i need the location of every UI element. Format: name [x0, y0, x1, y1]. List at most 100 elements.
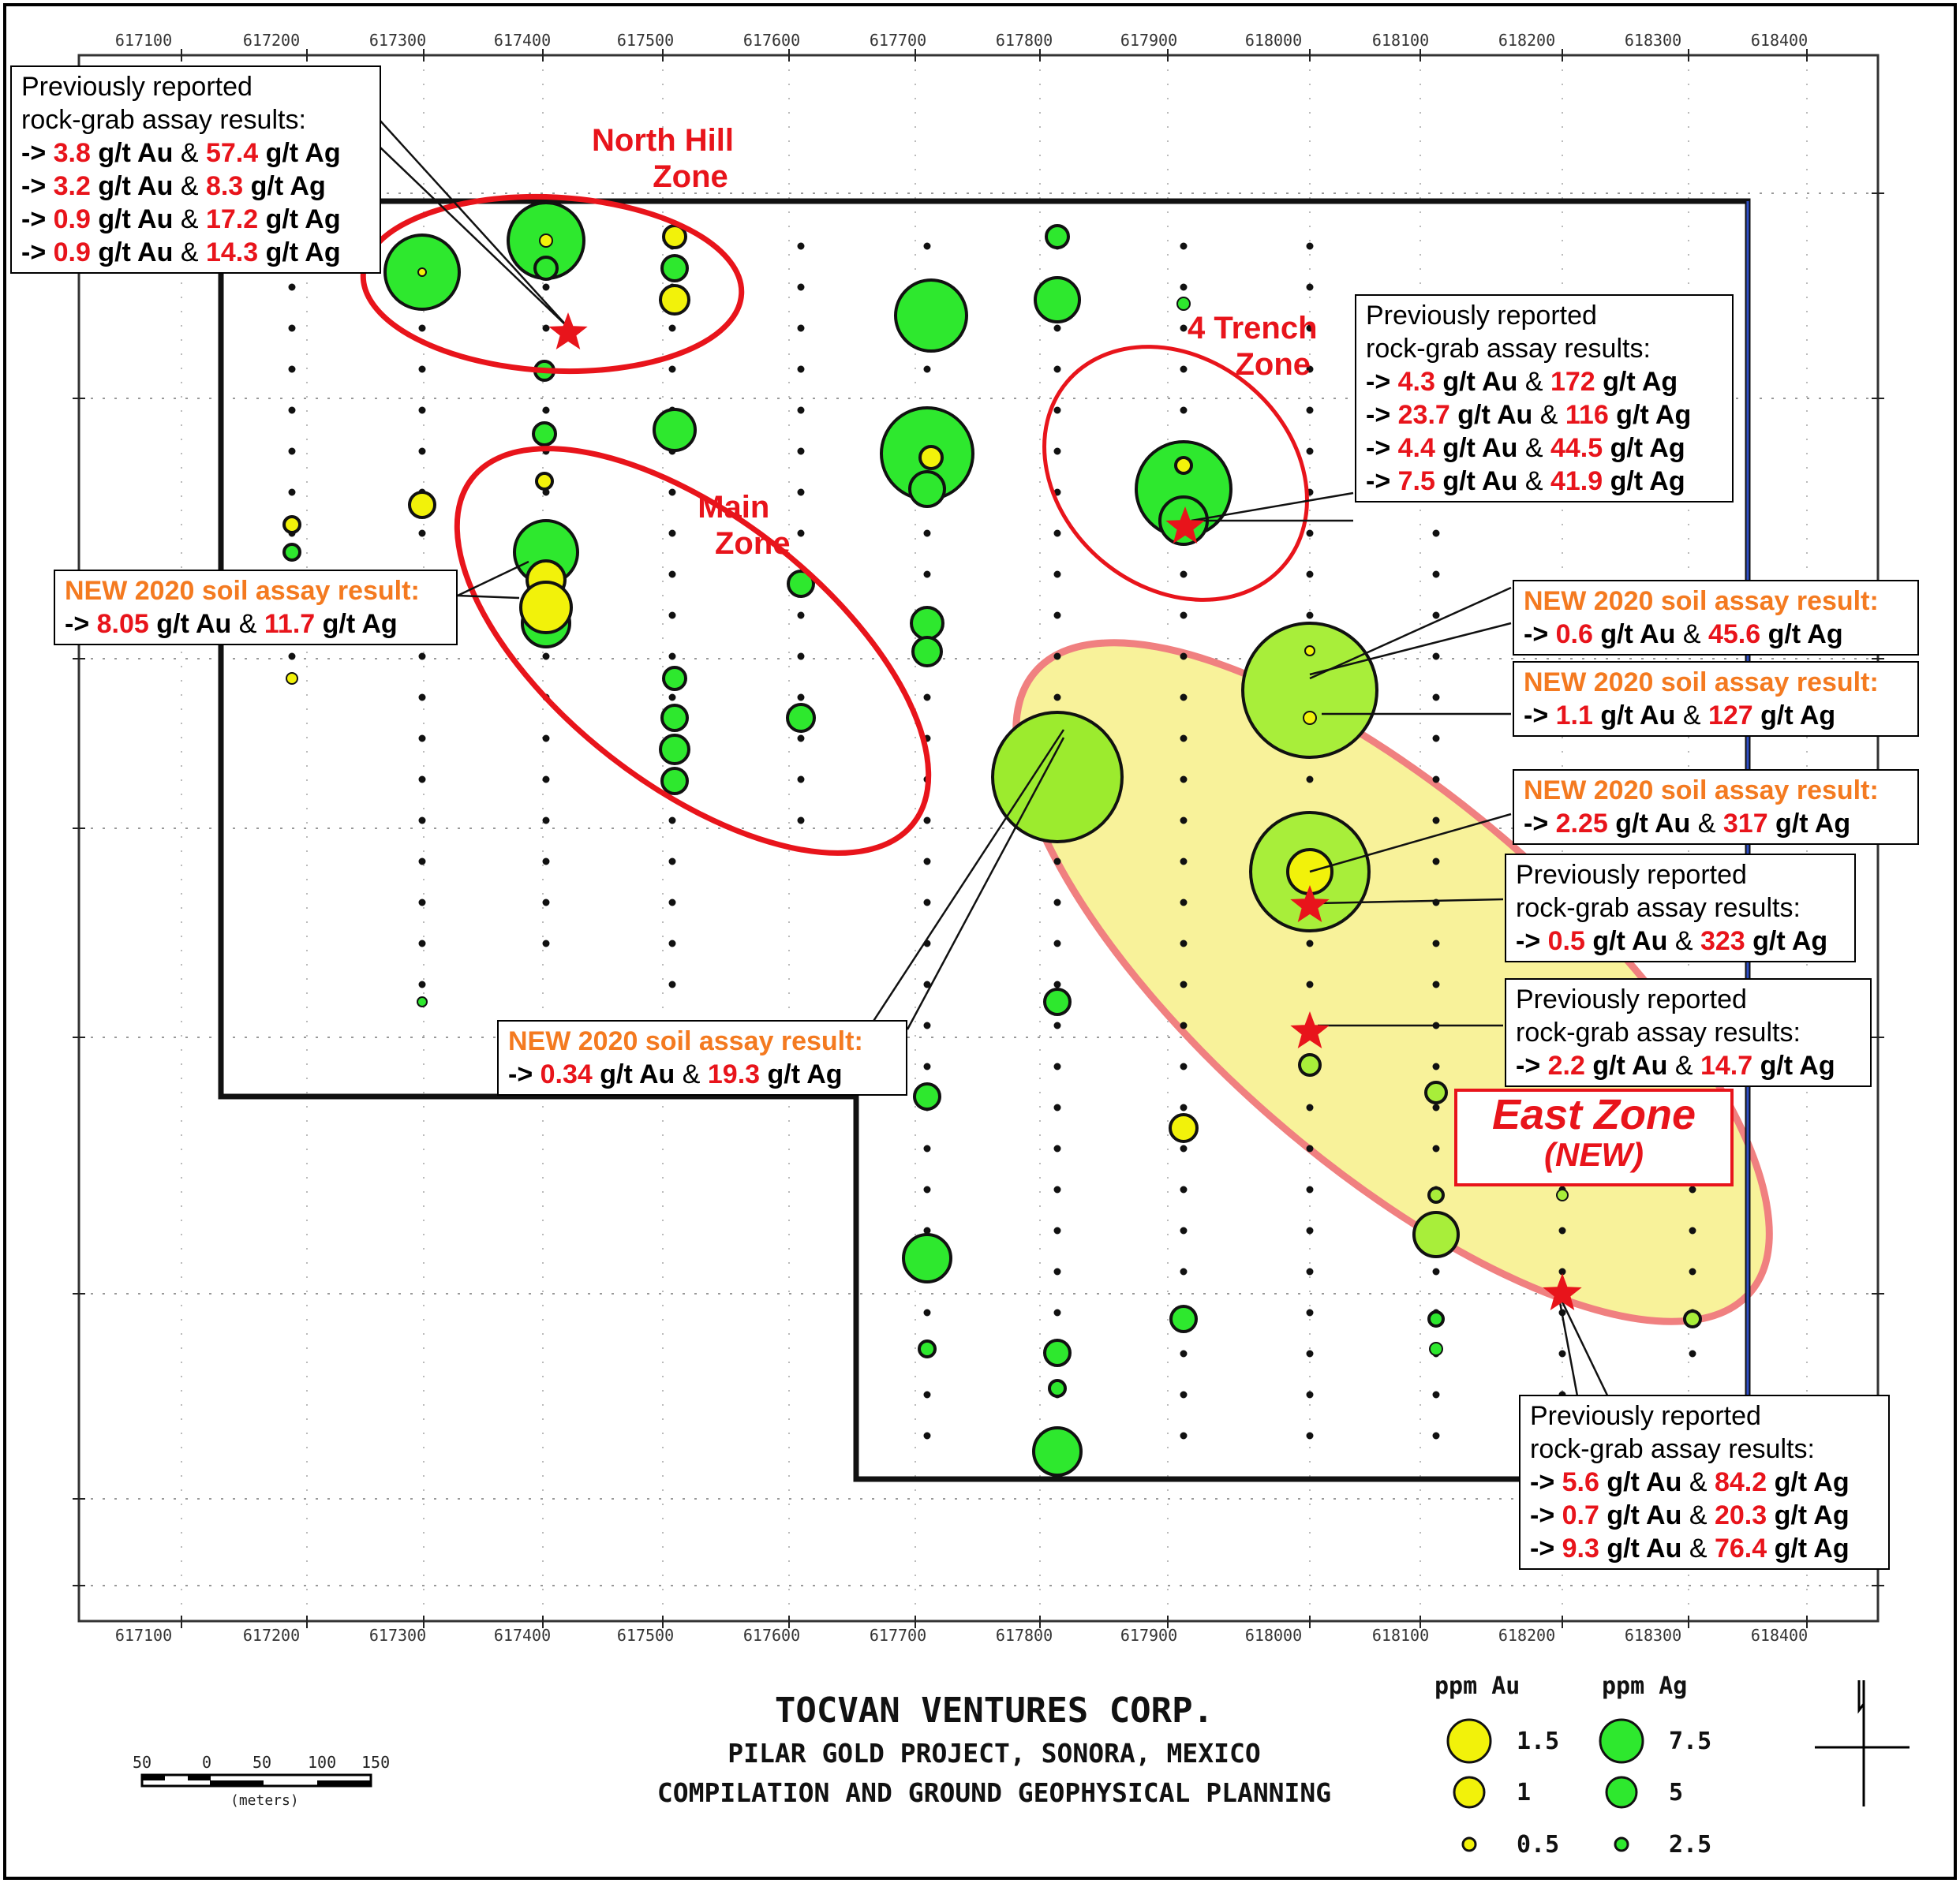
assay-text: ->: [1530, 1467, 1562, 1497]
title-block: TOCVAN VENTURES CORP. PILAR GOLD PROJECT…: [600, 1688, 1389, 1813]
anomaly-circle: [1032, 1426, 1083, 1477]
callout-header: NEW 2020 soil assay result:: [1524, 667, 1879, 697]
anomaly-circle: [918, 1339, 937, 1358]
sample-dot: [288, 324, 296, 332]
assay-value: 20.3: [1714, 1500, 1767, 1530]
sample-dot: [1306, 1350, 1314, 1358]
east-zone-label: East Zone (NEW): [1454, 1089, 1734, 1186]
sample-dot: [923, 570, 931, 578]
sample-dot: [1558, 1227, 1566, 1235]
callout-east-soil-3: NEW 2020 soil assay result:-> 2.25 g/t A…: [1513, 769, 1919, 845]
anomaly-circle: [1424, 1081, 1448, 1104]
easting-tick-label: 618300: [1625, 31, 1681, 50]
north-arrow: [1815, 1680, 1910, 1806]
anomaly-circle: [1427, 1186, 1445, 1204]
anomaly-circle: [787, 570, 815, 598]
sample-dot: [797, 529, 805, 537]
legend-ag-7.5: [1599, 1718, 1644, 1764]
assay-text: &: [1524, 433, 1550, 463]
assay-text: g/t Ag: [1603, 466, 1685, 496]
assay-text: &: [1682, 619, 1708, 649]
sample-dot: [1180, 857, 1188, 865]
sample-dot: [923, 529, 931, 537]
assay-row: -> 7.5 g/t Au & 41.9 g/t Ag: [1366, 465, 1722, 498]
assay-row: -> 0.9 g/t Au & 17.2 g/t Ag: [21, 203, 370, 236]
assay-text: g/t Ag: [1767, 1500, 1850, 1530]
anomaly-circle: [902, 1233, 952, 1283]
sample-dot: [797, 488, 805, 496]
sample-dot: [418, 693, 426, 701]
scale-bar-unit: (meters): [230, 1792, 299, 1809]
assay-value: 1.1: [1555, 701, 1593, 730]
easting-tick-label: 617300: [369, 1626, 426, 1645]
sample-dot: [1053, 857, 1061, 865]
anomaly-circle: [660, 767, 689, 795]
assay-text: g/t Au: [90, 204, 181, 234]
sample-dot: [1432, 693, 1440, 701]
anomaly-circle: [1048, 1379, 1067, 1398]
sample-dot: [668, 529, 676, 537]
easting-tick-label: 618100: [1372, 31, 1429, 50]
sample-dot: [1306, 1432, 1314, 1440]
assay-text: g/t Ag: [1767, 809, 1851, 839]
assay-text: ->: [1530, 1500, 1562, 1530]
assay-text: g/t Au: [1599, 1534, 1689, 1564]
leader-line: [1317, 898, 1504, 905]
assay-text: ->: [21, 138, 54, 168]
assay-text: &: [682, 1059, 708, 1089]
sample-dot: [1689, 1227, 1696, 1235]
sample-dot: [668, 940, 676, 947]
sample-dot: [1180, 283, 1188, 291]
scale-tick: 50: [252, 1753, 272, 1772]
sample-dot: [1180, 1391, 1188, 1399]
sample-dot: [1306, 940, 1314, 947]
easting-tick-label: 617500: [617, 1626, 674, 1645]
sample-dot: [1053, 365, 1061, 373]
sample-dot: [1180, 1268, 1188, 1276]
assay-value: 84.2: [1714, 1467, 1767, 1497]
assay-row: -> 2.2 g/t Au & 14.7 g/t Ag: [1516, 1049, 1861, 1082]
scale-tick: 0: [202, 1753, 212, 1772]
sample-dot: [418, 406, 426, 414]
assay-text: g/t Au: [148, 609, 239, 639]
anomaly-circle: [1034, 276, 1081, 323]
sample-dot: [1432, 529, 1440, 537]
sample-dot: [668, 981, 676, 988]
zone-label-line: Zone: [1235, 347, 1311, 382]
callout-header: rock-grab assay results:: [1516, 1018, 1801, 1048]
assay-text: g/t Ag: [1760, 619, 1843, 649]
assay-text: g/t Au: [90, 171, 181, 201]
sample-dot: [418, 981, 426, 988]
sample-dot: [1432, 734, 1440, 742]
legend-au-header: ppm Au: [1434, 1672, 1520, 1700]
assay-text: g/t Ag: [1752, 1051, 1835, 1081]
sample-dot: [797, 611, 805, 619]
sample-dot: [923, 1309, 931, 1317]
sample-dot: [288, 283, 296, 291]
assay-value: 0.6: [1555, 619, 1593, 649]
assay-text: ->: [1366, 466, 1398, 496]
callout-header: rock-grab assay results:: [1530, 1434, 1815, 1464]
sample-dot: [1053, 529, 1061, 537]
assay-value: 8.3: [205, 171, 244, 201]
sample-dot: [1432, 1432, 1440, 1440]
sample-dot: [1180, 1350, 1188, 1358]
assay-text: &: [238, 609, 264, 639]
sample-dot: [542, 940, 550, 947]
sample-dot: [1053, 1227, 1061, 1235]
sample-dot: [288, 652, 296, 660]
sample-dot: [1306, 1145, 1314, 1153]
sample-dot: [1306, 1227, 1314, 1235]
assay-row: -> 1.1 g/t Au & 127 g/t Ag: [1524, 699, 1908, 732]
assay-value: 45.6: [1708, 619, 1761, 649]
sample-dot: [923, 1227, 931, 1235]
anomaly-circle: [539, 234, 553, 248]
leader-line: [906, 737, 1065, 1030]
anomaly-circle: [532, 421, 557, 446]
easting-tick-label: 617200: [243, 1626, 300, 1645]
sample-dot: [797, 652, 805, 660]
legend-au-0.5: [1461, 1836, 1477, 1852]
scale-tick: 100: [308, 1753, 337, 1772]
assay-text: g/t Ag: [1745, 926, 1828, 956]
legend-au-1.5: [1446, 1718, 1492, 1764]
